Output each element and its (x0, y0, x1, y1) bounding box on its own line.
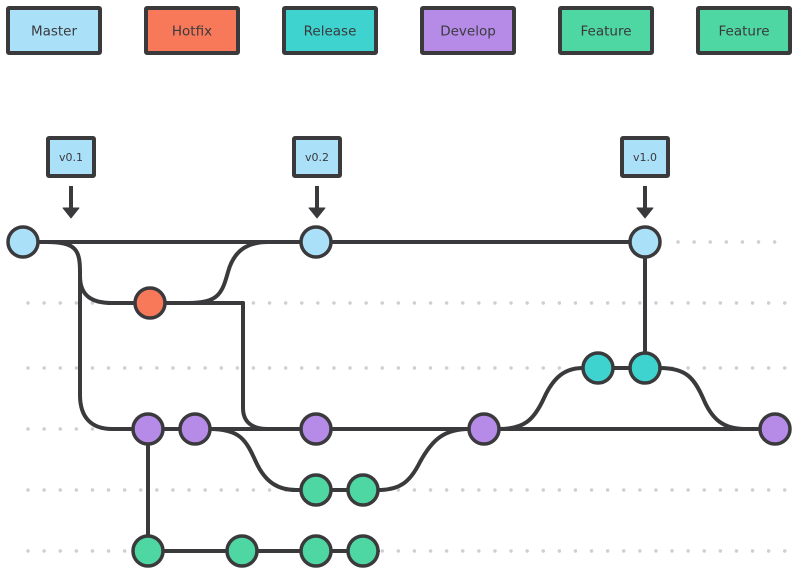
commit-node-feature2-commit-4[interactable] (346, 534, 380, 568)
version-tag-v0.2[interactable]: v0.2 (292, 136, 342, 219)
legend-layer: Master Hotfix Release Develop Feature Feature (6, 6, 792, 55)
commit-node-develop-commit-2[interactable] (178, 412, 212, 446)
edge-develop-to-release (497, 366, 585, 431)
version-tag-box-v0.2 (292, 136, 342, 178)
commit-node-feature2-commit-1[interactable] (131, 534, 165, 568)
legend-label-release-2: Release (304, 24, 357, 40)
legend-label-feature-5: Feature (718, 24, 769, 40)
legend-label-hotfix-1: Hotfix (172, 24, 212, 40)
legend-label-master-0: Master (31, 24, 78, 40)
commit-node-develop-commit-1[interactable] (131, 412, 165, 446)
version-tag-arrowhead-v1.0 (636, 207, 654, 219)
legend-swatch-release-2 (282, 6, 378, 55)
version-tag-v1.0[interactable]: v1.0 (620, 136, 670, 219)
edge-hotfix-to-master-merge (186, 240, 302, 305)
commit-node-develop-commit-5[interactable] (758, 412, 792, 446)
legend-swatch-develop-3 (420, 6, 516, 55)
commit-nodes-layer (6, 225, 792, 568)
version-tag-arrowhead-v0.1 (62, 207, 80, 219)
legend-item-hotfix-1[interactable]: Hotfix (144, 6, 240, 55)
legend-swatch-hotfix-1 (144, 6, 240, 55)
commit-node-feature1-commit-1[interactable] (299, 473, 333, 507)
version-tag-box-v0.1 (46, 136, 96, 178)
legend-swatch-feature-5 (696, 6, 792, 55)
legend-item-develop-3[interactable]: Develop (420, 6, 516, 55)
version-tag-label-v0.1: v0.1 (59, 151, 83, 164)
branch-edges-layer (21, 240, 762, 553)
version-tag-arrowhead-v0.2 (308, 207, 326, 219)
commit-node-develop-commit-3[interactable] (299, 412, 333, 446)
commit-node-feature1-commit-2[interactable] (346, 473, 380, 507)
version-tag-box-v1.0 (620, 136, 670, 178)
commit-node-master-commit-v10[interactable] (628, 225, 662, 259)
version-tag-label-v1.0: v1.0 (633, 151, 657, 164)
version-tags-layer: v0.1 v0.2 v1.0 (46, 136, 670, 219)
edge-release-to-develop (658, 366, 747, 431)
legend-swatch-master-0 (6, 6, 102, 55)
commit-node-release-commit-2[interactable] (628, 351, 662, 385)
commit-node-hotfix-commit-1[interactable] (133, 286, 167, 320)
commit-node-feature2-commit-2[interactable] (225, 534, 259, 568)
commit-node-master-commit-v01[interactable] (6, 225, 40, 259)
legend-item-release-2[interactable]: Release (282, 6, 378, 55)
legend-label-develop-3: Develop (440, 24, 496, 40)
commit-node-master-commit-v02[interactable] (299, 225, 333, 259)
legend-swatch-feature-4 (558, 6, 654, 55)
edge-feature1-to-develop (376, 427, 471, 492)
version-tag-v0.1[interactable]: v0.1 (46, 136, 96, 219)
version-tag-label-v0.2: v0.2 (305, 151, 329, 164)
legend-item-feature-5[interactable]: Feature (696, 6, 792, 55)
legend-item-feature-4[interactable]: Feature (558, 6, 654, 55)
commit-node-release-commit-1[interactable] (581, 351, 615, 385)
edge-develop-to-feature1 (208, 427, 298, 492)
edge-master-branch-to-develop (78, 274, 135, 431)
legend-item-master-0[interactable]: Master (6, 6, 102, 55)
edge-master-to-hotfix-branch (45, 240, 82, 278)
commit-node-develop-commit-4[interactable] (467, 412, 501, 446)
commit-node-feature2-commit-3[interactable] (299, 534, 333, 568)
legend-label-feature-4: Feature (580, 24, 631, 40)
edge-hotfix-to-develop (240, 301, 302, 431)
